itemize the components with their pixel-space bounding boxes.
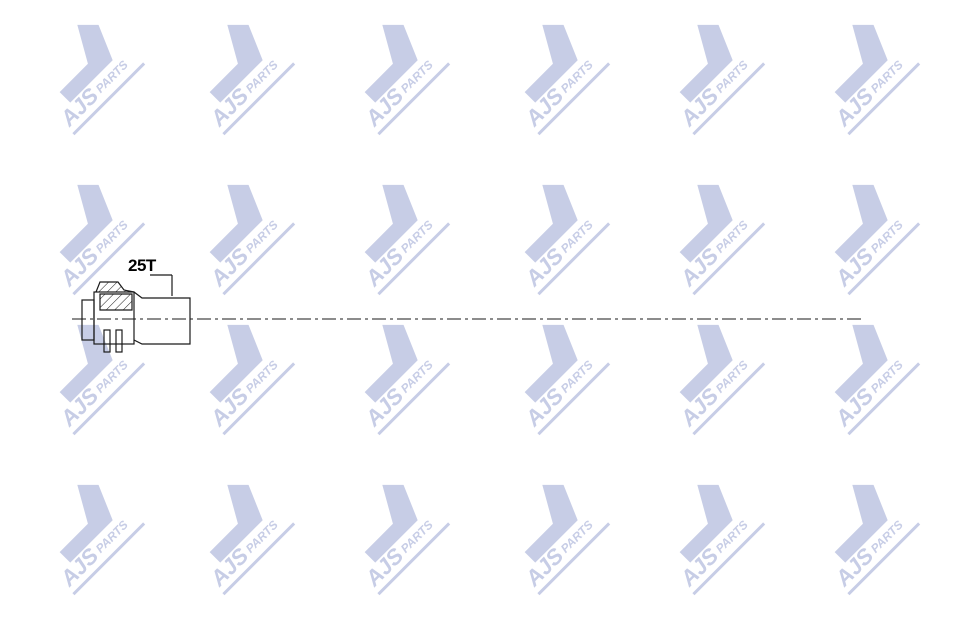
spline-stub <box>81 274 191 353</box>
spline-count-label: 25T <box>128 256 156 275</box>
